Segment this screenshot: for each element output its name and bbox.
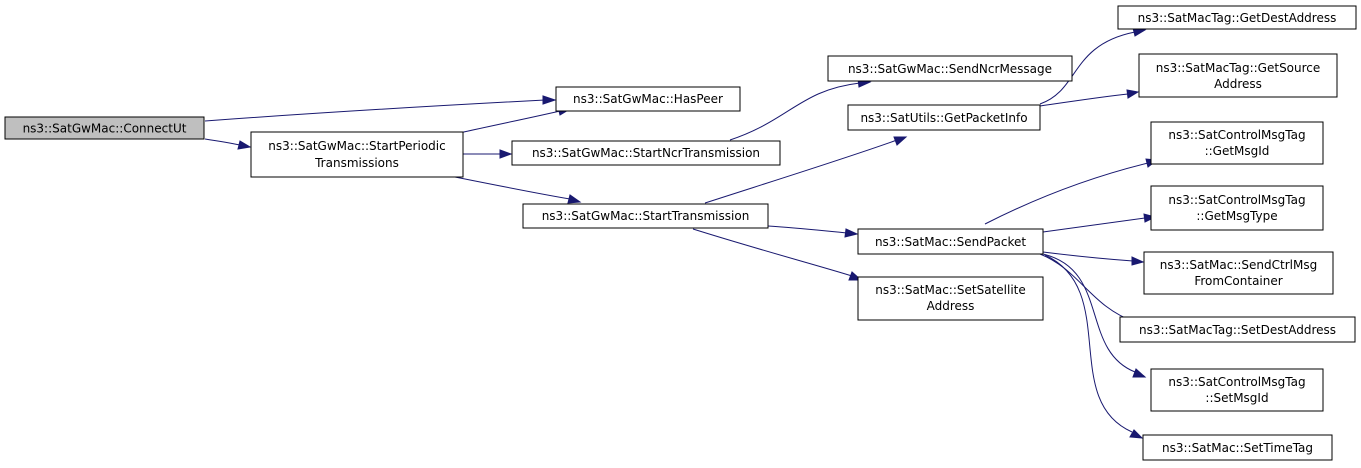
node-label: ns3::SatGwMac::ConnectUt (23, 122, 187, 136)
node-get-dest-address[interactable]: ns3::SatMacTag::GetDestAddress (1117, 5, 1357, 30)
node-get-packet-info[interactable]: ns3::SatUtils::GetPacketInfo (847, 104, 1041, 131)
node-label: ns3::SatGwMac::StartNcrTransmission (532, 146, 760, 160)
edge-startperiodic-haspeer (454, 110, 561, 135)
edge-arrowhead (1126, 89, 1140, 99)
edge-arrowhead (1132, 368, 1147, 378)
node-send-ncr-message[interactable]: ns3::SatGwMac::SendNcrMessage (827, 55, 1073, 82)
edge-sendpacket-getmsgid (984, 162, 1149, 225)
node-label-line1: ns3::SatGwMac::StartPeriodic (268, 139, 445, 153)
node-get-msg-id[interactable]: ns3::SatControlMsgTag ::GetMsgId (1150, 121, 1324, 165)
node-set-time-tag[interactable]: ns3::SatMac::SetTimeTag (1142, 434, 1333, 461)
node-label-line1: ns3::SatMac::SetSatellite (875, 283, 1026, 297)
edge-arrowhead (1143, 213, 1157, 223)
node-label-line2: Address (927, 299, 975, 313)
node-label: ns3::SatMac::SetTimeTag (1162, 441, 1313, 455)
node-get-msg-type[interactable]: ns3::SatControlMsgTag ::GetMsgType (1150, 185, 1324, 231)
edge-arrowhead (499, 149, 513, 159)
node-label: ns3::SatGwMac::HasPeer (573, 92, 723, 106)
node-label-line2: Transmissions (314, 156, 399, 170)
node-get-source-address[interactable]: ns3::SatMacTag::GetSource Address (1138, 53, 1338, 98)
node-set-satellite-address[interactable]: ns3::SatMac::SetSatellite Address (857, 276, 1044, 321)
node-connect-ut[interactable]: ns3::SatGwMac::ConnectUt (4, 116, 205, 140)
edge-starttx-setsatellite (692, 228, 853, 277)
node-label-line2: FromContainer (1194, 274, 1282, 288)
node-label-line1: ns3::SatControlMsgTag (1168, 193, 1305, 207)
edge-arrowhead (567, 194, 582, 204)
node-label-line2: Address (1214, 77, 1262, 91)
edge-sendpacket-sendctrl (1042, 251, 1134, 262)
node-label: ns3::SatMac::SendPacket (875, 235, 1026, 249)
node-label: ns3::SatGwMac::StartTransmission (542, 209, 750, 223)
node-send-ctrl-msg-from-container[interactable]: ns3::SatMac::SendCtrlMsg FromContainer (1143, 251, 1334, 295)
node-label: ns3::SatMacTag::GetDestAddress (1138, 11, 1337, 25)
node-set-msg-id[interactable]: ns3::SatControlMsgTag ::SetMsgId (1150, 368, 1324, 412)
edge-connectut-startperiodic (204, 138, 241, 146)
node-start-transmission[interactable]: ns3::SatGwMac::StartTransmission (522, 203, 769, 229)
node-set-dest-address[interactable]: ns3::SatMacTag::SetDestAddress (1119, 316, 1356, 343)
node-label-line1: ns3::SatControlMsgTag (1168, 375, 1305, 389)
edge-sendpacket-settimetag (1044, 254, 1133, 433)
edge-sendpacket-getmsgtype (1042, 217, 1146, 233)
edge-sendpacket-setmsgid (1042, 253, 1136, 373)
edges (204, 27, 1159, 439)
node-label-line2: ::GetMsgId (1205, 144, 1270, 158)
node-label: ns3::SatMacTag::SetDestAddress (1139, 323, 1336, 337)
edge-arrowhead (893, 136, 908, 146)
edge-starttx-getpacketinfo (704, 139, 898, 204)
edge-startperiodic-starttx (454, 176, 571, 200)
edge-arrowhead (844, 228, 859, 238)
node-send-packet[interactable]: ns3::SatMac::SendPacket (857, 228, 1044, 255)
edge-connectut-haspeer (204, 99, 546, 122)
node-label-line2: ::SetMsgId (1205, 391, 1268, 405)
node-start-ncr-transmission[interactable]: ns3::SatGwMac::StartNcrTransmission (511, 140, 781, 166)
edge-arrowhead (1129, 429, 1144, 439)
node-label: ns3::SatUtils::GetPacketInfo (860, 111, 1027, 125)
edge-starttx-sendpacket (767, 225, 848, 234)
edge-getpacketinfo-getdest (1039, 31, 1136, 105)
node-label-line2: ::GetMsgType (1196, 209, 1277, 223)
node-label-line1: ns3::SatControlMsgTag (1168, 128, 1305, 142)
edge-arrowhead (1131, 256, 1145, 266)
node-label-line1: ns3::SatMac::SendCtrlMsg (1160, 258, 1317, 272)
node-start-periodic-transmissions[interactable]: ns3::SatGwMac::StartPeriodic Transmissio… (250, 131, 464, 178)
edge-arrowhead (542, 95, 557, 105)
node-label-line1: ns3::SatMacTag::GetSource (1156, 61, 1321, 75)
edge-startncr-sendncr (729, 82, 861, 141)
edge-arrowhead (237, 140, 252, 150)
edge-getpacketinfo-getsource (1039, 93, 1129, 107)
node-has-peer[interactable]: ns3::SatGwMac::HasPeer (555, 86, 741, 112)
edge-sendpacket-setdest (1039, 253, 1136, 323)
node-label: ns3::SatGwMac::SendNcrMessage (848, 62, 1052, 76)
